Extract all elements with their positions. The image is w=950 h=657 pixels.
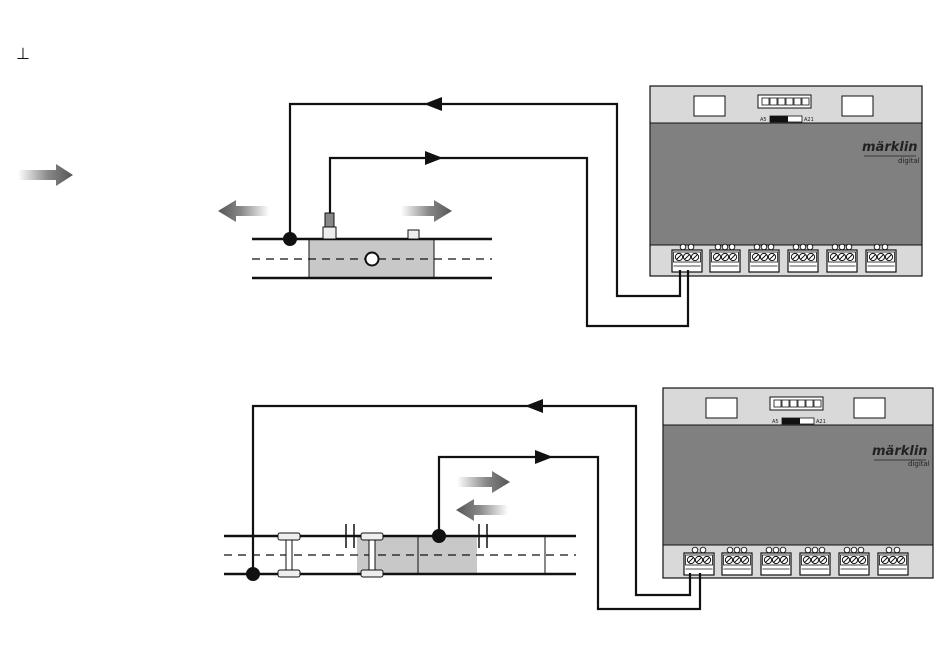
arrow-left-icon [218,200,269,222]
dip-label-a5: A5 [760,117,767,123]
track-section [218,200,492,278]
diagram-1: A5 A21 märklin digital [218,86,922,326]
decoder-module: A5 A21 märklin digital [663,388,933,578]
brand-sub: digital [908,460,930,468]
brand-logo: märklin [872,444,928,459]
dip-label-a21: A21 [804,117,814,123]
arrow-left-icon [456,499,508,521]
wiring [290,104,688,326]
arrow-right-icon [401,200,452,222]
brand-logo: märklin [862,140,918,155]
track-section [224,471,576,577]
terminal-block-icon [672,250,702,272]
terminal-block-icon [684,553,714,575]
dip-label-a5: A5 [772,419,779,425]
arrow-right-icon [18,164,73,186]
diagram-2: A5 A21 märklin digital [224,388,933,609]
decoder-module: A5 A21 märklin digital [650,86,922,276]
arrow-right-icon [457,471,510,493]
brand-sub: digital [898,157,920,165]
dip-label-a21: A21 [816,419,826,425]
